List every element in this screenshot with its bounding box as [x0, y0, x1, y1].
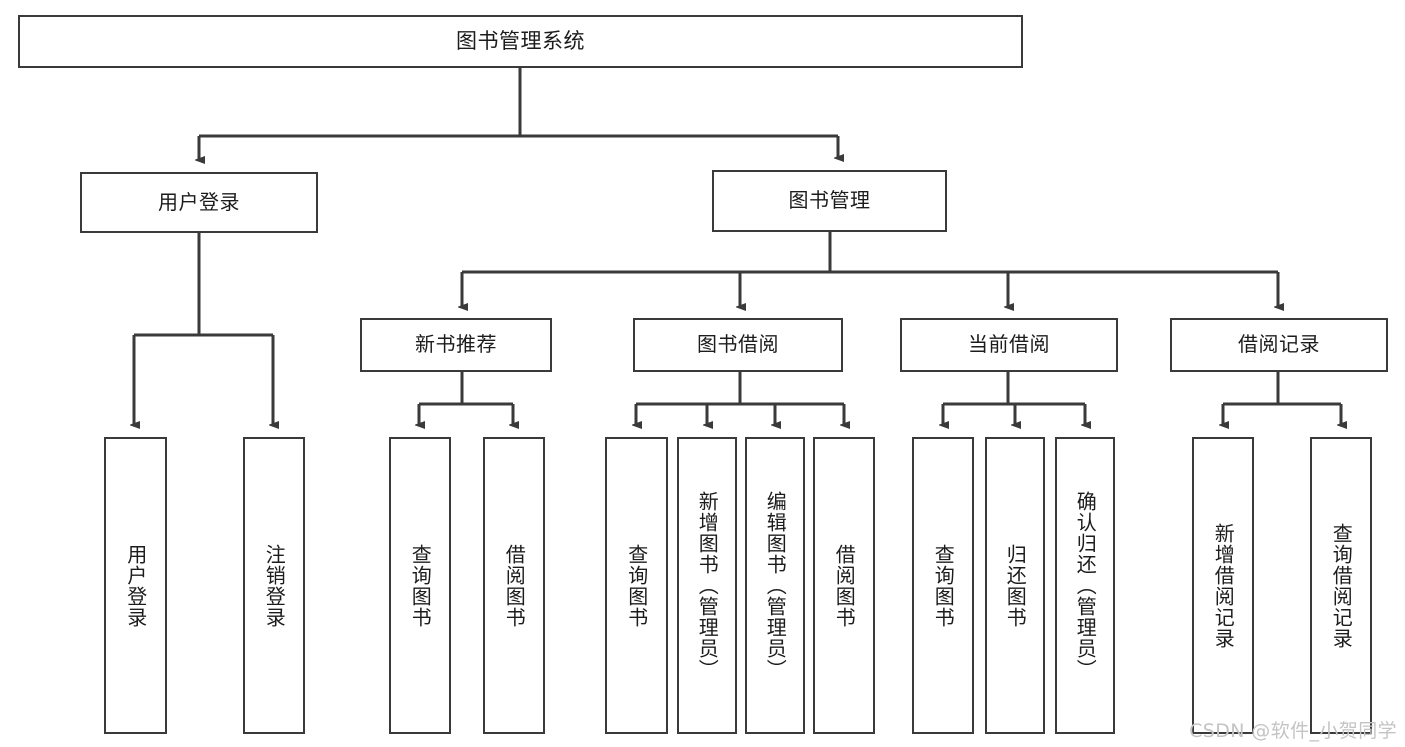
node-leaf-query-book-1-label: 查询图书	[408, 543, 433, 628]
node-leaf-query-book-3[interactable]: 查询图书	[912, 437, 974, 734]
node-book-borrow-label: 图书借阅	[697, 332, 779, 357]
node-leaf-edit-book-label: 编辑图书（管理员）	[763, 491, 788, 680]
node-leaf-add-book-label: 新增图书（管理员）	[695, 491, 720, 680]
node-new-book-rec[interactable]: 新书推荐	[360, 318, 552, 372]
node-leaf-query-book-2[interactable]: 查询图书	[605, 437, 668, 734]
node-leaf-user-login[interactable]: 用户登录	[104, 437, 167, 734]
watermark: CSDN @软件_小贺同学	[1189, 720, 1397, 742]
node-leaf-return-book[interactable]: 归还图书	[985, 437, 1045, 734]
node-current-borrow-label: 当前借阅	[968, 332, 1050, 357]
node-root-label: 图书管理系统	[456, 29, 585, 54]
node-leaf-query-book-2-label: 查询图书	[624, 543, 649, 628]
node-leaf-confirm-return[interactable]: 确认归还（管理员）	[1055, 437, 1115, 734]
node-current-borrow[interactable]: 当前借阅	[900, 318, 1118, 372]
node-leaf-query-book-3-label: 查询图书	[931, 543, 956, 628]
node-book-borrow[interactable]: 图书借阅	[633, 318, 843, 372]
node-root[interactable]: 图书管理系统	[18, 15, 1023, 68]
node-leaf-query-record-label: 查询借阅记录	[1329, 522, 1354, 649]
node-book-manage[interactable]: 图书管理	[712, 170, 947, 232]
node-user-login-label: 用户登录	[158, 189, 240, 214]
node-new-book-rec-label: 新书推荐	[415, 332, 497, 357]
node-book-manage-label: 图书管理	[788, 188, 871, 213]
node-leaf-user-login-label: 用户登录	[123, 543, 148, 628]
node-user-login[interactable]: 用户登录	[80, 172, 318, 233]
node-leaf-query-book-1[interactable]: 查询图书	[389, 437, 451, 734]
node-leaf-edit-book[interactable]: 编辑图书（管理员）	[745, 437, 805, 734]
node-leaf-query-record[interactable]: 查询借阅记录	[1310, 437, 1372, 734]
node-leaf-borrow-book-2[interactable]: 借阅图书	[813, 437, 875, 734]
node-leaf-confirm-return-label: 确认归还（管理员）	[1073, 491, 1098, 680]
node-leaf-borrow-book-1-label: 借阅图书	[502, 543, 527, 628]
node-borrow-record-label: 借阅记录	[1238, 332, 1320, 357]
node-leaf-borrow-book-1[interactable]: 借阅图书	[483, 437, 545, 734]
node-leaf-return-book-label: 归还图书	[1003, 543, 1028, 628]
node-leaf-logout[interactable]: 注销登录	[243, 437, 305, 734]
node-leaf-add-record[interactable]: 新增借阅记录	[1192, 437, 1254, 734]
node-leaf-add-book[interactable]: 新增图书（管理员）	[677, 437, 737, 734]
node-leaf-logout-label: 注销登录	[262, 543, 287, 628]
node-leaf-add-record-label: 新增借阅记录	[1211, 522, 1236, 649]
node-leaf-borrow-book-2-label: 借阅图书	[832, 543, 857, 628]
node-borrow-record[interactable]: 借阅记录	[1170, 318, 1388, 372]
